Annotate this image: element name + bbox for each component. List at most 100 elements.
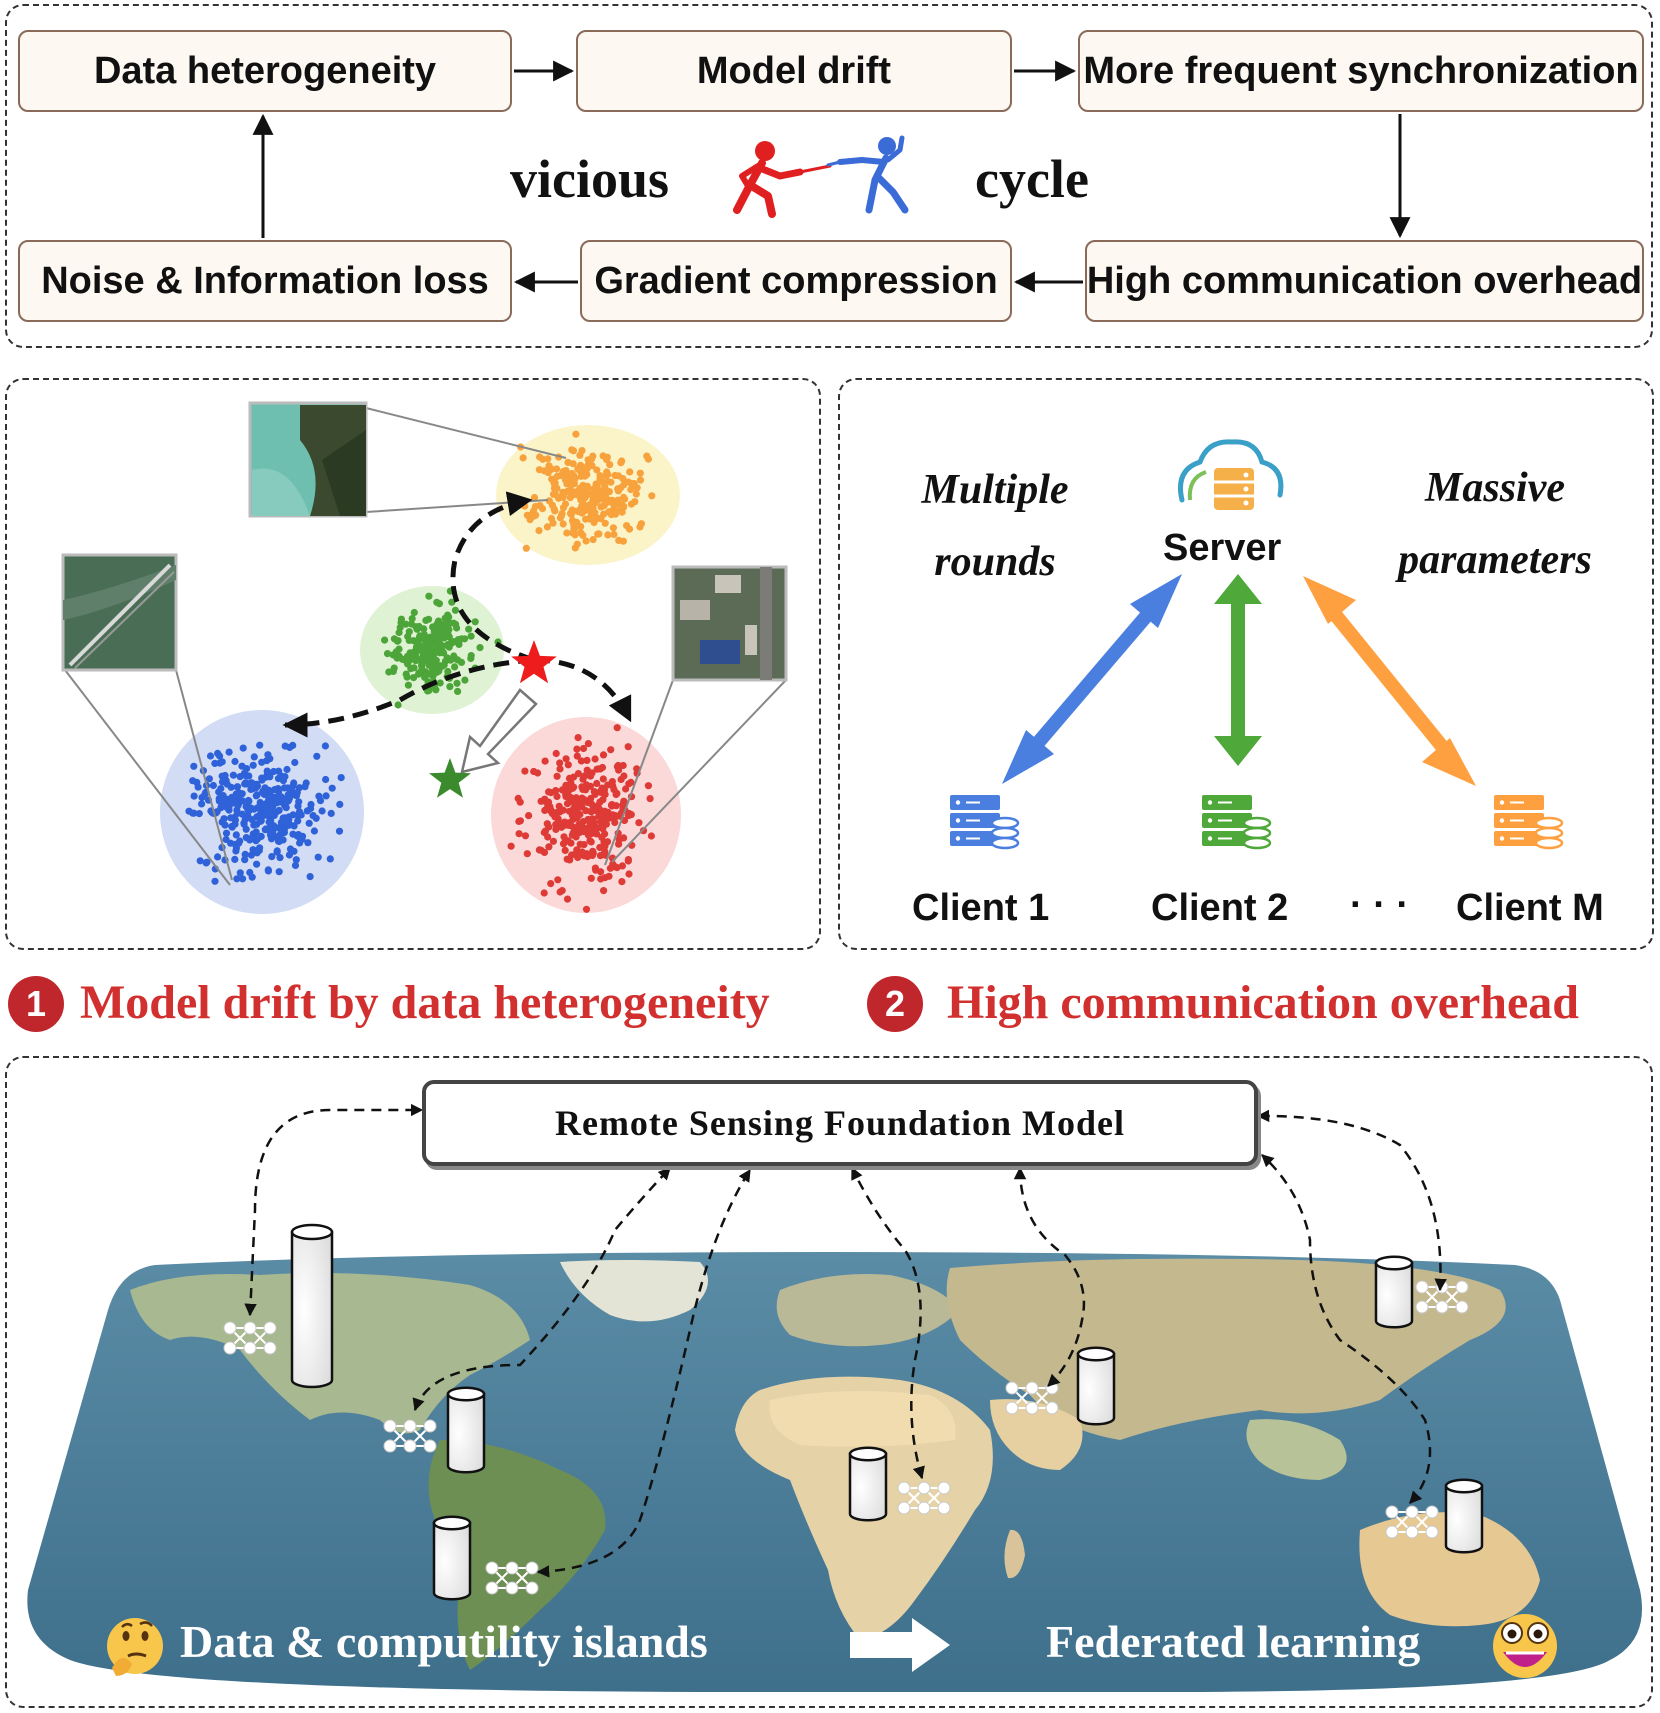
scatter-point [615,536,623,545]
neural-net-icon [383,1419,437,1453]
scatter-point [285,815,293,824]
scatter-point [589,536,597,544]
scatter-point [279,777,287,785]
scatter-point [335,827,344,835]
scatter-point [304,839,312,847]
green-star [429,758,471,798]
thumbnail-bridge [61,553,233,886]
scatter-point [589,815,597,823]
scatter-point [309,812,317,820]
scatter-point [215,788,223,796]
scatter-point [444,667,452,676]
red-star [511,640,557,684]
scatter-point [337,774,345,782]
scatter-point [250,753,258,761]
scatter-point [314,853,322,861]
scatter-point [436,679,444,687]
scatter-point [298,832,307,840]
massive-parameters-text: Massive parameters [1370,452,1620,596]
scatter-point [425,670,433,678]
scatter-point [573,540,581,548]
title-1-badge: 1 [8,976,64,1032]
scatter-point [600,788,608,796]
scatter-point [569,447,578,455]
scatter-point [430,624,438,632]
scatter-point [242,779,250,787]
scatter-point [535,466,544,474]
scatter-point [623,522,631,530]
scatter-point [569,460,577,468]
scatter-point [627,485,635,494]
scatter-point [457,658,466,667]
scatter-point [451,606,459,614]
scatter-point [256,844,264,852]
scatter-point [326,855,334,863]
scatter-point [253,780,261,789]
scatter-point [580,494,589,502]
scatter-point [422,656,430,664]
scatter-point [555,802,563,810]
scatter-point [190,792,198,800]
scatter-point [313,752,321,760]
scatter-point [238,797,246,805]
scatter-point [465,625,473,633]
scatter-point [425,615,433,623]
scatter-point [270,822,278,830]
client-2-label: Client 2 [1151,887,1289,929]
scatter-point [275,837,283,846]
scatter-point [268,853,276,861]
scatter-point [551,507,559,515]
scatter-point [578,848,586,856]
box-model-drift: Model drift [576,30,1012,112]
link-na-west [244,1103,424,1317]
scatter-point [294,817,302,825]
scatter-point [543,523,552,531]
scatter-point [216,752,224,760]
scatter-point [233,783,241,791]
federated-links [244,1103,1447,1578]
scatter-point [543,820,551,828]
scatter-point [275,767,283,775]
scatter-point [420,625,428,633]
scatter-point [390,664,398,672]
scatter-point [591,755,599,763]
scatter-point [195,810,203,818]
scatter-point [563,895,572,903]
scatter-point [610,530,618,539]
scatter-point [561,846,569,855]
scatter-point [447,639,455,647]
scatter-point [636,469,644,477]
scatter-point [588,769,596,777]
scatter-point [266,755,274,763]
scatter-point [572,833,580,841]
scatter-point [611,818,619,827]
scatter-point [626,468,634,476]
scatter-point [617,459,625,467]
scatter-point [578,507,586,515]
scatter-point [625,780,633,788]
data-cylinder [432,1515,472,1601]
scatter-point [639,827,648,835]
scatter-point [603,838,612,846]
scatter-point [567,785,576,793]
server-cloud-icon [1178,439,1284,510]
scatter-point [552,825,560,834]
cycle-word-vicious: vicious [510,149,670,209]
scatter-point [608,801,616,809]
neural-net-icon [897,1481,951,1515]
scatter-point [232,844,240,852]
scatter-point [579,744,588,753]
scatter-point [595,530,603,538]
scatter-point [404,681,412,689]
scatter-point [618,878,626,886]
scatter-point [446,619,454,627]
scatter-point [540,889,548,897]
scatter-point [450,652,458,660]
scatter-point [548,501,557,509]
scatter-point [601,519,609,527]
link-africa [850,1166,925,1480]
scatter-point [285,796,293,805]
scatter-point [554,876,562,884]
scatter-point [622,785,630,793]
